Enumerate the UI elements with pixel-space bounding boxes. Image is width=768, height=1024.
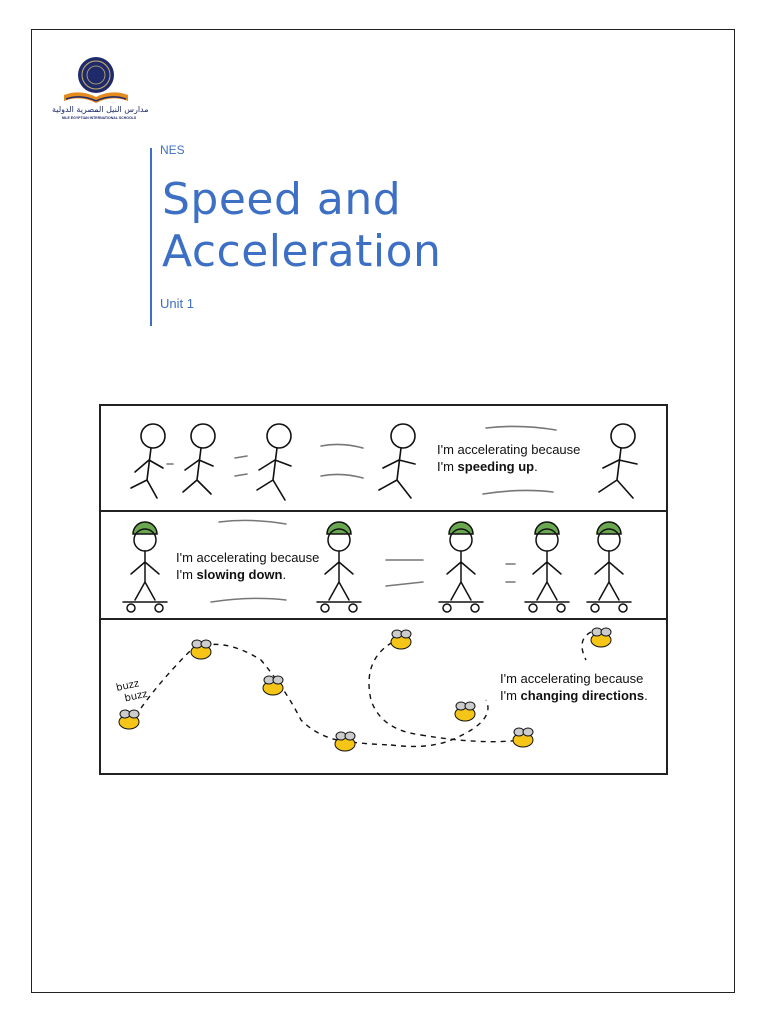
unit-label: Unit 1 <box>160 296 194 311</box>
logo-text-arabic: مدارس النيل المصرية الدولية <box>52 105 149 114</box>
skateboarder-figure <box>438 521 484 613</box>
caption-bold: slowing down <box>196 567 283 582</box>
buzz-text-1: buzz <box>115 678 140 694</box>
caption-slowing-down: I'm accelerating because I'm slowing dow… <box>176 549 319 583</box>
runner-figure <box>378 423 416 499</box>
skateboarder-figures <box>122 519 632 613</box>
acceleration-figure: I'm accelerating because I'm speeding up… <box>99 404 668 775</box>
bee-icon <box>334 731 356 752</box>
school-logo: مدارس النيل المصرية الدولية NILE EGYPTIA… <box>52 55 149 125</box>
bee-icon <box>262 675 284 696</box>
skateboarder-figure <box>586 521 632 613</box>
caption-prefix: I'm accelerating because <box>176 550 320 565</box>
title-line-2: Acceleration <box>162 226 442 277</box>
caption-lead: I'm <box>176 567 197 582</box>
bee-icon <box>512 727 534 748</box>
caption-bold: speeding up <box>457 459 535 474</box>
panel-changing-directions: buzz buzz I'm accelerating because I'm c… <box>99 620 668 775</box>
caption-end: . <box>534 459 538 474</box>
caption-prefix: I'm accelerating because <box>500 671 644 686</box>
skateboarder-figure <box>524 521 570 613</box>
caption-lead: I'm <box>500 688 521 703</box>
page-border <box>31 29 735 993</box>
buzz-text-2: buzz <box>124 689 149 705</box>
skateboarder-figure <box>122 521 168 613</box>
org-label: NES <box>160 143 185 157</box>
title-line-1: Speed and <box>162 174 402 225</box>
bee-icon <box>118 709 140 730</box>
caption-bold: changing directions <box>520 688 645 703</box>
skateboarder-figure <box>316 521 362 613</box>
bee-icon <box>390 629 412 650</box>
caption-lead: I'm <box>437 459 458 474</box>
runner-figure <box>130 423 166 499</box>
caption-changing-directions: I'm accelerating because I'm changing di… <box>500 670 648 704</box>
bee-flight-path: buzz buzz <box>115 627 612 752</box>
page-title: Speed and Acceleration <box>162 174 441 278</box>
caption-end: . <box>644 688 648 703</box>
panel-slowing-down: I'm accelerating because I'm slowing dow… <box>99 512 668 620</box>
runner-figure <box>182 423 216 495</box>
panel-speeding-up: I'm accelerating because I'm speeding up… <box>99 404 668 512</box>
title-accent-bar <box>150 148 152 326</box>
bee-icon <box>454 701 476 722</box>
bee-icon <box>590 627 612 648</box>
running-stick-figures <box>130 423 638 501</box>
runner-figure <box>598 423 638 499</box>
caption-speeding-up: I'm accelerating because I'm speeding up… <box>437 441 580 475</box>
caption-end: . <box>282 567 287 582</box>
logo-text-english: NILE EGYPTIAN INTERNATIONAL SCHOOLS <box>61 116 137 120</box>
runner-figure <box>256 423 292 501</box>
bee-icon <box>190 639 212 660</box>
caption-prefix: I'm accelerating because <box>437 442 581 457</box>
